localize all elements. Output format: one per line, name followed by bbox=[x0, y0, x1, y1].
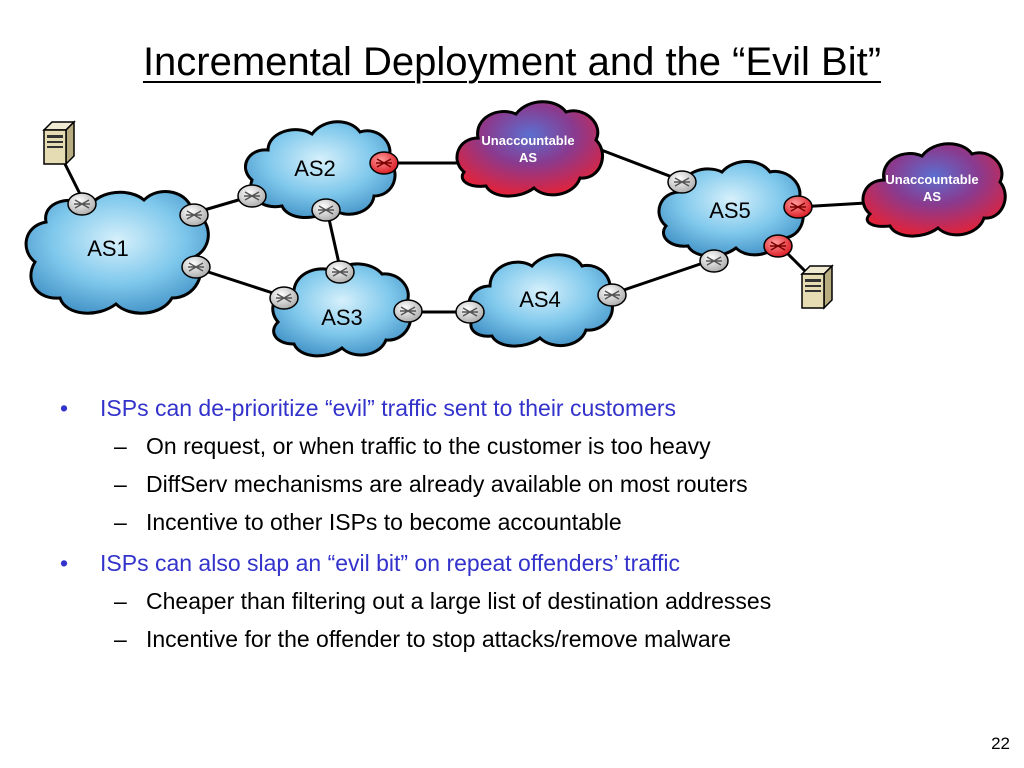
router-icon bbox=[667, 170, 697, 194]
link-unaccountable1-as5 bbox=[595, 146, 681, 182]
bullet-list: ISPs can de-prioritize “evil” traffic se… bbox=[60, 392, 1010, 664]
unaccountable-as-1-line2: AS bbox=[519, 150, 537, 165]
bullet-text: ISPs can also slap an “evil bit” on repe… bbox=[100, 550, 680, 576]
router-icon bbox=[699, 249, 729, 273]
as5-label: AS5 bbox=[709, 198, 751, 223]
router-icon bbox=[311, 198, 341, 222]
as1-cloud: AS1 bbox=[24, 190, 210, 315]
network-diagram: AS1 AS2 AS3 AS4 AS5 Unaccountable AS Una… bbox=[24, 100, 1007, 358]
bullet-item: ISPs can also slap an “evil bit” on repe… bbox=[60, 547, 1010, 656]
as3-label: AS3 bbox=[321, 305, 363, 330]
as2-label: AS2 bbox=[294, 156, 336, 181]
router-icon bbox=[325, 260, 355, 284]
sub-bullet-list: Cheaper than filtering out a large list … bbox=[100, 585, 1010, 656]
page-number: 22 bbox=[991, 734, 1010, 753]
red-router-icon bbox=[369, 151, 399, 175]
router-icon bbox=[67, 192, 97, 216]
link-as4-as5 bbox=[611, 258, 713, 296]
server-icon bbox=[800, 264, 834, 310]
as1-label: AS1 bbox=[87, 236, 129, 261]
unaccountable-as-cloud-2: Unaccountable AS bbox=[861, 142, 1007, 238]
bullet-item: ISPs can de-prioritize “evil” traffic se… bbox=[60, 392, 1010, 539]
router-icon bbox=[181, 255, 211, 279]
router-icon bbox=[393, 299, 423, 323]
router-icon bbox=[269, 286, 299, 310]
sub-bullet-item: On request, or when traffic to the custo… bbox=[100, 430, 1010, 463]
sub-bullet-list: On request, or when traffic to the custo… bbox=[100, 430, 1010, 539]
slide-title: Incremental Deployment and the “Evil Bit… bbox=[142, 40, 882, 84]
red-router-icon bbox=[763, 234, 793, 258]
as4-cloud: AS4 bbox=[467, 253, 614, 348]
unaccountable-as-2-line2: AS bbox=[923, 189, 941, 204]
bullet-text: ISPs can de-prioritize “evil” traffic se… bbox=[100, 395, 677, 421]
as2-cloud: AS2 bbox=[244, 120, 397, 220]
as4-label: AS4 bbox=[519, 287, 561, 312]
sub-bullet-item: DiffServ mechanisms are already availabl… bbox=[100, 468, 1010, 501]
router-icon bbox=[455, 300, 485, 324]
router-icon bbox=[179, 203, 209, 227]
sub-bullet-item: Incentive for the offender to stop attac… bbox=[100, 623, 1010, 656]
unaccountable-as-cloud-1: Unaccountable AS bbox=[455, 100, 605, 198]
server-icon bbox=[42, 120, 76, 166]
red-router-icon bbox=[783, 195, 813, 219]
sub-bullet-item: Cheaper than filtering out a large list … bbox=[100, 585, 1010, 618]
link-as1-as3 bbox=[195, 266, 283, 298]
router-icon bbox=[597, 283, 627, 307]
unaccountable-as-2-line1: Unaccountable bbox=[885, 172, 978, 187]
sub-bullet-item: Incentive to other ISPs to become accoun… bbox=[100, 506, 1010, 539]
unaccountable-as-1-line1: Unaccountable bbox=[481, 133, 574, 148]
router-icon bbox=[237, 184, 267, 208]
